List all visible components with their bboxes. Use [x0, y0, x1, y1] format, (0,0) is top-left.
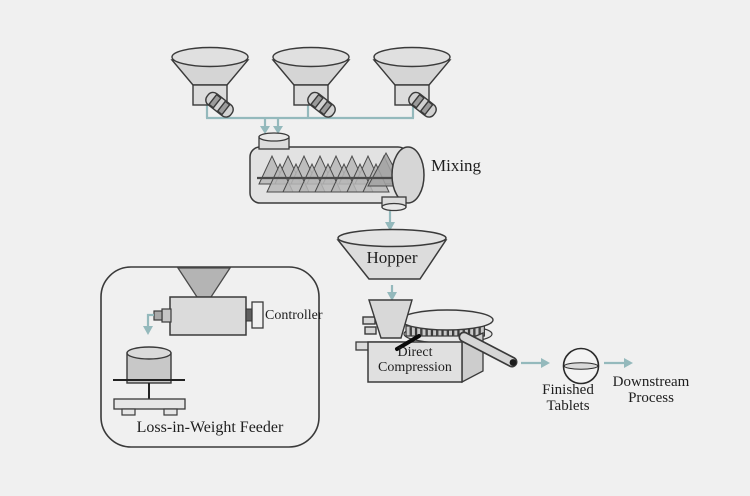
flow-arrow-tablet-to-downstream [604, 358, 633, 368]
flow-arrow-hopper-to-press [387, 285, 397, 301]
press-feed-funnel [362, 299, 413, 339]
label-direct-compression-line2: Compression [378, 360, 452, 376]
label-downstream-process-line1: Downstream [612, 374, 690, 390]
feeder-connector-arrowheads [260, 126, 283, 134]
hopper-rim [337, 228, 447, 248]
label-liw-feeder: Loss-in-Weight Feeder [136, 419, 284, 436]
tablet-symbol-icon [562, 347, 600, 385]
liw-discharge-nozzle [153, 308, 172, 323]
feeder-hopper-1 [170, 46, 250, 121]
mixer-outlet-port [381, 196, 407, 212]
feeder-connector-lines [205, 104, 415, 127]
weigh-scale [113, 379, 186, 416]
funnel-rim [272, 46, 350, 68]
mixer-inlet-port [258, 132, 290, 150]
feeder-hopper-2 [271, 46, 351, 121]
label-downstream-process-line2: Process [628, 390, 674, 407]
label-hopper: Hopper [366, 248, 418, 267]
press-body [367, 341, 463, 383]
funnel-rim [373, 46, 451, 68]
hopper-funnel [336, 228, 448, 280]
liw-funnel [176, 267, 232, 298]
liw-inset-box [100, 266, 320, 448]
feeder-hopper-3 [372, 46, 452, 121]
label-mixing: Mixing [431, 156, 482, 175]
mixer-end-cap [391, 146, 425, 204]
flow-arrow-mixer-to-hopper [385, 211, 395, 231]
label-direct-compression: Direct Compression [369, 345, 461, 375]
label-finished-tablets: Finished Tablets [530, 382, 606, 414]
inset-border [100, 266, 320, 448]
label-finished-tablets-line2: Tablets [546, 398, 590, 415]
label-direct-compression-line1: Direct [397, 345, 433, 360]
tablet-press [355, 299, 518, 384]
weigh-container [126, 346, 172, 384]
liw-feeder-body [169, 296, 247, 336]
label-controller: Controller [265, 308, 323, 323]
controller-connector [245, 301, 264, 329]
label-downstream-process: Downstream Process [604, 374, 698, 406]
label-finished-tablets-line1: Finished [542, 382, 594, 398]
mixer [249, 132, 425, 212]
funnel-rim [171, 46, 249, 68]
liw-discharge-arrow [143, 313, 154, 335]
discharge-chute [458, 331, 518, 368]
press-lever [395, 334, 421, 351]
flow-arrow-press-to-tablet [521, 358, 550, 368]
